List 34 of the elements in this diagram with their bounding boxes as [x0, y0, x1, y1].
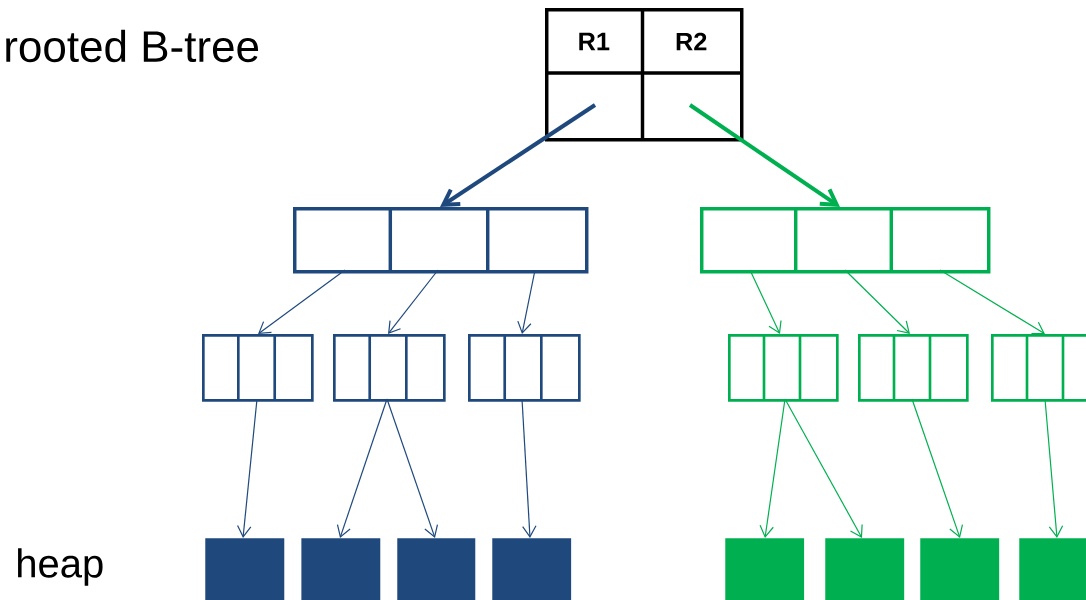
arrow	[911, 398, 964, 538]
arrow	[844, 269, 910, 334]
arrow	[759, 398, 786, 538]
arrow	[440, 103, 597, 207]
root-node-box: R1 R2	[545, 8, 744, 142]
heap-block	[492, 538, 572, 600]
arrow	[749, 269, 782, 334]
arrow	[784, 398, 863, 538]
heap-block	[301, 538, 381, 600]
node-box	[991, 334, 1086, 402]
node-box	[728, 334, 839, 402]
side-label: rooted B-tree	[6, 29, 259, 63]
arrow	[258, 269, 346, 334]
heap-block	[920, 538, 1000, 600]
heap-block	[825, 538, 905, 600]
arrow	[1044, 398, 1064, 538]
arrow	[386, 398, 439, 538]
heap-block	[397, 538, 476, 600]
node-box	[202, 334, 314, 402]
arrow	[388, 269, 439, 334]
arrow	[236, 398, 258, 538]
arrow	[688, 103, 840, 207]
node-box	[333, 334, 446, 402]
node-box	[858, 334, 969, 402]
arrow	[336, 398, 388, 538]
node-box	[468, 334, 581, 402]
heap-block	[1019, 538, 1086, 600]
heap-block	[205, 538, 285, 600]
node-box	[293, 207, 589, 274]
arrow	[521, 398, 537, 538]
side-label: heap	[18, 548, 103, 586]
node-box	[700, 207, 991, 274]
arrow	[939, 269, 1045, 335]
heap-block	[725, 538, 805, 600]
